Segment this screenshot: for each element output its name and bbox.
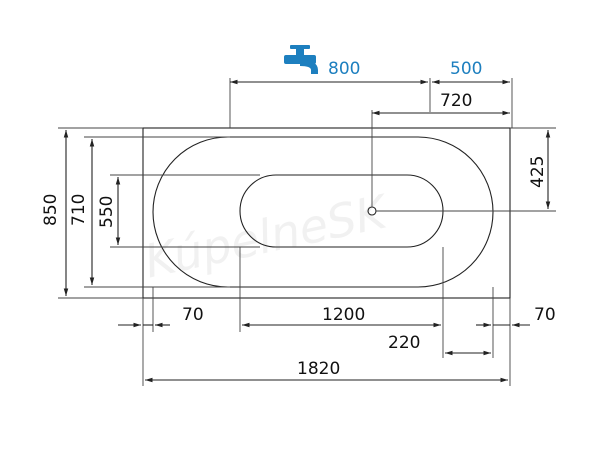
right-margin-label: 70 (534, 305, 556, 325)
inner-length-label: 1200 (322, 305, 365, 325)
faucet-distance-label: 800 (328, 59, 360, 79)
faucet-offset-label: 500 (450, 59, 482, 79)
tub-outer-rim (142, 127, 511, 299)
total-width-label: 850 (41, 194, 61, 226)
total-length-label: 1820 (297, 359, 340, 379)
inner-width-label: 710 (69, 194, 89, 226)
water-faucet-icon (284, 45, 318, 74)
drain-end-offset-label: 220 (388, 333, 420, 353)
bottom-width-label: 550 (97, 196, 117, 228)
watermark: KúpelneSK (140, 184, 395, 289)
drain-offset-label: 720 (440, 91, 472, 111)
drain-height-label: 425 (528, 156, 548, 188)
tub-inner-basin (152, 136, 494, 288)
left-margin-label: 70 (182, 305, 204, 325)
